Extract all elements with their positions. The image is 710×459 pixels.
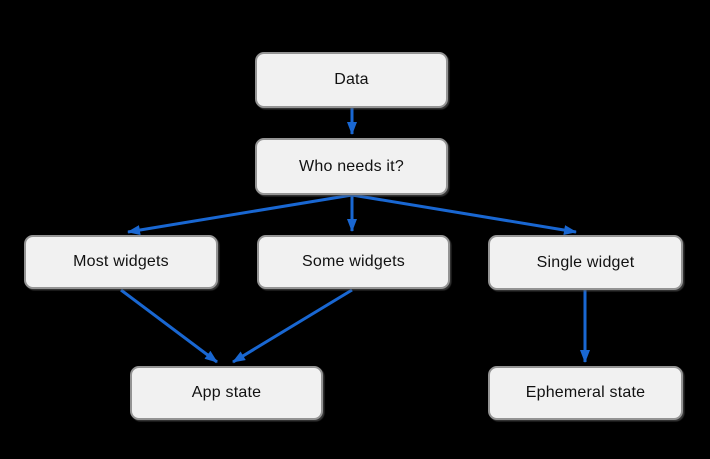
node-single-widget-label: Single widget — [536, 253, 635, 271]
node-data: Data — [255, 52, 448, 108]
node-ephemeral-state-label: Ephemeral state — [525, 384, 646, 401]
node-app-state: App state — [130, 366, 323, 420]
node-data-label: Data — [334, 71, 369, 88]
arrow-who-needs-it-to-most-widgets — [127, 193, 353, 235]
node-some-widgets-label: Some widgets — [302, 253, 405, 270]
node-who-needs-it: Who needs it? — [255, 138, 448, 195]
arrow-some-widgets-to-app-state — [232, 288, 353, 364]
node-app-state-label: App state — [191, 384, 262, 401]
arrow-most-widgets-to-app-state — [120, 288, 218, 364]
node-single-widget: Single widget — [488, 235, 683, 290]
node-who-needs-it-label: Who needs it? — [299, 157, 404, 175]
node-ephemeral-state: Ephemeral state — [488, 366, 683, 420]
node-most-widgets-label: Most widgets — [73, 253, 169, 270]
arrow-who-needs-it-to-single-widget — [351, 193, 577, 235]
node-most-widgets: Most widgets — [24, 235, 218, 289]
node-some-widgets: Some widgets — [257, 235, 450, 289]
